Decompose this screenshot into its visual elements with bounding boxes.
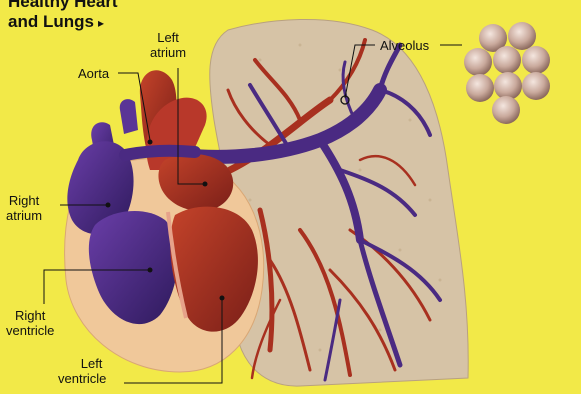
label-right-atrium-line-1: Right (6, 193, 42, 208)
label-left-ventricle-line-1: Left (58, 356, 106, 371)
label-aorta: Aorta (78, 66, 109, 81)
label-right-ventricle: Right ventricle (6, 308, 54, 338)
label-left-atrium: Left atrium (150, 30, 186, 60)
label-right-atrium: Right atrium (6, 193, 42, 223)
label-right-ventricle-line-2: ventricle (6, 323, 54, 338)
play-arrow-icon: ▸ (98, 16, 104, 30)
label-left-ventricle: Left ventricle (58, 356, 106, 386)
title-line-1: Healthy Heart (8, 0, 118, 12)
alveoli-cluster (464, 22, 550, 124)
label-left-ventricle-line-2: ventricle (58, 371, 106, 386)
label-left-atrium-line-1: Left (150, 30, 186, 45)
title-line-2-text: and Lungs (8, 12, 94, 31)
label-right-ventricle-line-1: Right (6, 308, 54, 323)
title-line-2: and Lungs ▸ (8, 12, 118, 33)
label-right-atrium-line-2: atrium (6, 208, 42, 223)
vein-stub-1 (120, 99, 138, 134)
label-alveolus: Alveolus (380, 38, 429, 53)
label-left-atrium-line-2: atrium (150, 45, 186, 60)
diagram-title: Healthy Heart and Lungs ▸ (8, 0, 118, 33)
